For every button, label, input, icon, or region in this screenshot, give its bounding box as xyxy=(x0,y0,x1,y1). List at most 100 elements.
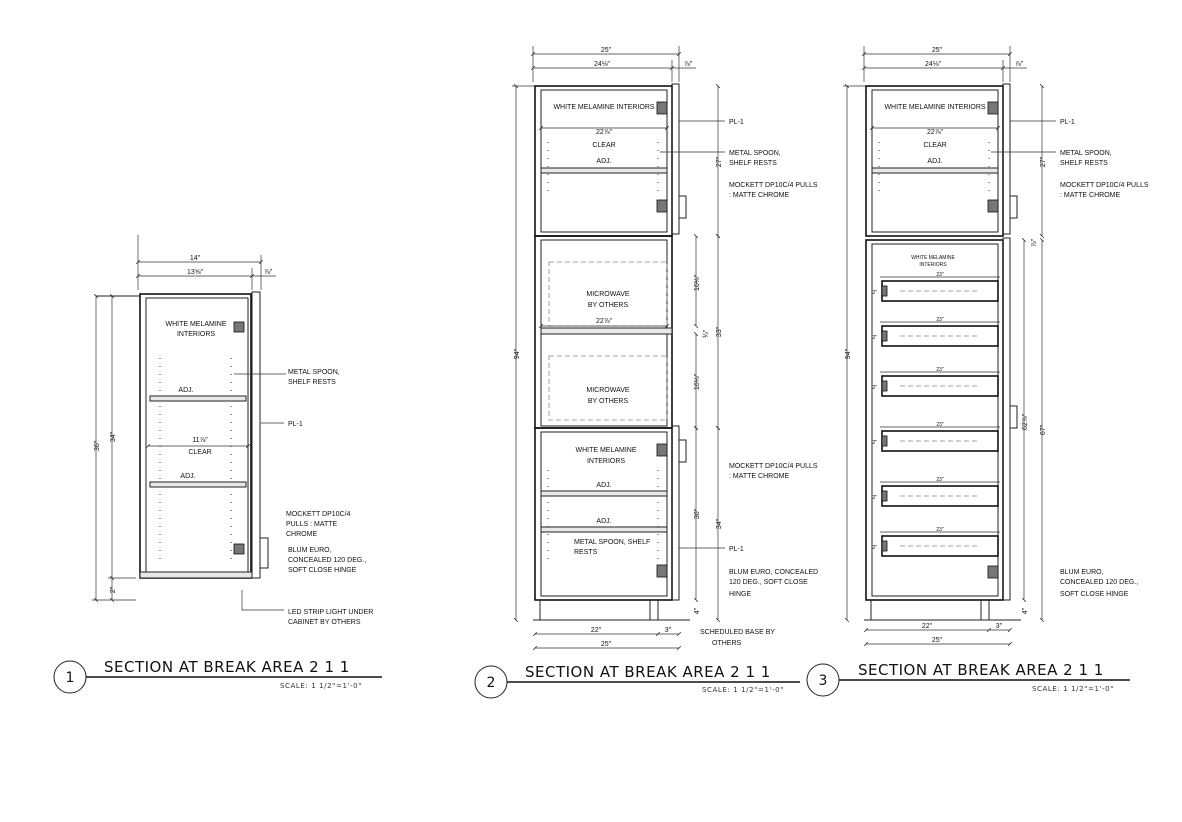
s2-label-clear: CLEAR xyxy=(592,142,615,149)
s2-label-adj-low-2: ADJ. xyxy=(596,518,611,525)
s2-microwave-2 xyxy=(548,355,668,421)
s2-dim-lower-box: 30" xyxy=(694,508,701,519)
s3-dim-tall: 67" xyxy=(1040,424,1047,435)
s3-note-pulls-2: : MATTE CHROME xyxy=(1060,192,1120,199)
s2-note-pulls-top-2: : MATTE CHROME xyxy=(729,192,789,199)
rollout-drawer: 23"2" xyxy=(872,422,1000,452)
s3-hinge-1-icon xyxy=(987,101,999,115)
s3-label-interiors-top: WHITE MELAMINE INTERIORS xyxy=(884,104,985,111)
s3-note-pl: PL-1 xyxy=(1060,119,1075,126)
s2-lower-door xyxy=(671,425,680,601)
s3-dim-inner: 24⅛" xyxy=(925,61,942,68)
s1-shelf-2 xyxy=(149,481,247,488)
s2-note-spoon-top-2: SHELF RESTS xyxy=(729,160,777,167)
s1-note-hinge-1: BLUM EURO, xyxy=(288,547,332,554)
s1-note-led-1: LED STRIP LIGHT UNDER xyxy=(288,609,373,616)
s2-upper-door xyxy=(671,83,680,235)
s1-note-pulls-3: CHROME xyxy=(286,531,317,538)
section-2: 25" 24⅛" ⅞" xyxy=(474,46,818,699)
s2-label-mw2-2: BY OTHERS xyxy=(588,398,629,405)
s1-scale: SCALE: 1 1/2"=1'-0" xyxy=(280,682,362,690)
s1-dim-base: 2" xyxy=(110,586,117,593)
s2-dim-height: 94" xyxy=(514,348,521,359)
s1-note-hinge-2: CONCEALED 120 DEG., xyxy=(288,557,366,564)
s1-label-clear: CLEAR xyxy=(188,449,211,456)
s2-section-number: 2 xyxy=(487,675,496,691)
drawer-slide-icon xyxy=(881,435,888,447)
rollout-drawer: 23"2" xyxy=(872,272,1000,302)
s2-hinge-4-icon xyxy=(656,564,668,578)
s1-note-hinge-3: SOFT CLOSE HINGE xyxy=(288,567,357,574)
s2-label-mw1-1: MICROWAVE xyxy=(586,291,629,298)
s3-note-spoon-2: SHELF RESTS xyxy=(1060,160,1108,167)
s3-note-hinge-2: CONCEALED 120 DEG., xyxy=(1060,579,1138,586)
s3-scale: SCALE: 1 1/2"=1'-0" xyxy=(1032,685,1114,693)
s1-note-led-2: CABINET BY OTHERS xyxy=(288,619,361,626)
s3-tall-door xyxy=(1002,237,1011,601)
s3-label-interiors-small-2: INTERIORS xyxy=(919,262,947,268)
drawer-height-label: 2" xyxy=(872,385,877,391)
s2-hinge-3-icon xyxy=(656,443,668,457)
s2-label-interiors-low-1: WHITE MELAMINE xyxy=(575,447,636,454)
s2-title: SECTION AT BREAK AREA 2 1 1 xyxy=(525,663,771,681)
s2-dim-lower: 34" xyxy=(716,518,723,529)
s2-note-base-1: SCHEDULED BASE BY xyxy=(700,629,775,636)
s2-lower-shelf-2 xyxy=(540,526,668,533)
s2-label-mw2-1: MICROWAVE xyxy=(586,387,629,394)
drawer-slide-icon xyxy=(881,540,888,552)
s1-section-number: 1 xyxy=(66,670,75,686)
s2-dim-mw-total: 33" xyxy=(716,326,723,337)
s2-dim-bot-1: 22" xyxy=(591,627,602,634)
s2-note-pulls-low-2: : MATTE CHROME xyxy=(729,473,789,480)
s3-dim-bot-1: 22" xyxy=(922,623,933,630)
s2-note-pulls-top-1: MOCKETT DP10C/4 PULLS xyxy=(729,182,818,189)
rollout-drawer: 23"2" xyxy=(872,527,1000,557)
s3-dim-tall-box: 62⅞" xyxy=(1022,413,1029,430)
s2-pull-top-icon xyxy=(679,195,687,219)
drawer-height-label: 2" xyxy=(872,335,877,341)
s1-hinge-top-icon xyxy=(233,321,245,333)
s3-label-clear: CLEAR xyxy=(923,142,946,149)
s2-label-adj-low-1: ADJ. xyxy=(596,482,611,489)
s3-dim-width: 25" xyxy=(932,47,943,54)
s2-note-spoon-top-1: METAL SPOON, xyxy=(729,150,781,157)
drawer-slide-icon xyxy=(881,330,888,342)
s2-dim-mw1: 16⅛" xyxy=(694,274,701,291)
s3-dim-toe: 4" xyxy=(1022,607,1029,614)
s2-microwave-shelf xyxy=(540,327,673,335)
s2-hinge-1-icon xyxy=(656,101,668,115)
s1-label-interiors-1: WHITE MELAMINE xyxy=(165,321,226,328)
s2-note-hinge-3: HINGE xyxy=(729,591,752,598)
s3-section-number: 3 xyxy=(819,673,828,689)
rollout-drawer: 23"2" xyxy=(872,367,1000,397)
s2-note-hinge-1: BLUM EURO, CONCEALED xyxy=(729,569,818,576)
drawer-width-label: 23" xyxy=(936,422,944,428)
s2-dim-upper: 27" xyxy=(716,156,723,167)
drawer-width-label: 23" xyxy=(936,317,944,323)
s2-lower-shelf-1 xyxy=(540,490,668,497)
s3-hinge-3-icon xyxy=(987,565,999,579)
section-1: 14" 13⅝" ⅞" 36" 34" 2" xyxy=(53,235,382,694)
drawer-height-label: 2" xyxy=(872,545,877,551)
s1-note-pl1: PL-1 xyxy=(288,421,303,428)
s3-dim-bot-overall: 25" xyxy=(932,637,943,644)
s2-note-hinge-2: 120 DEG., SOFT CLOSE xyxy=(729,579,808,586)
s2-dim-clear: 22⅞" xyxy=(596,129,613,136)
s1-shelf-1 xyxy=(149,395,247,402)
s2-dim-toe: 4" xyxy=(694,607,701,614)
s2-dim-door: ⅞" xyxy=(684,61,693,68)
drawer-width-label: 23" xyxy=(936,477,944,483)
s2-label-interiors-low-2: INTERIORS xyxy=(587,458,625,465)
s3-dim-gap: ⅞" xyxy=(1031,238,1038,247)
drawer-width-label: 23" xyxy=(936,272,944,278)
s2-note-base-2: OTHERS xyxy=(712,640,742,647)
s1-dim-box: 34" xyxy=(110,431,117,442)
s2-label-spoon-low-2: RESTS xyxy=(574,549,598,556)
s3-dim-bot-2: 3" xyxy=(996,623,1003,630)
s1-note-pulls-1: MOCKETT DP10C/4 xyxy=(286,511,351,518)
rollout-drawer: 23" 2" xyxy=(872,317,1000,347)
s2-dim-bot-overall: 25" xyxy=(601,641,612,648)
section-3: 25" 24⅛" ⅞" 23"2"23"2"23"2"23"2"23"2"23"… xyxy=(806,46,1149,697)
s2-note-pl-top: PL-1 xyxy=(729,119,744,126)
